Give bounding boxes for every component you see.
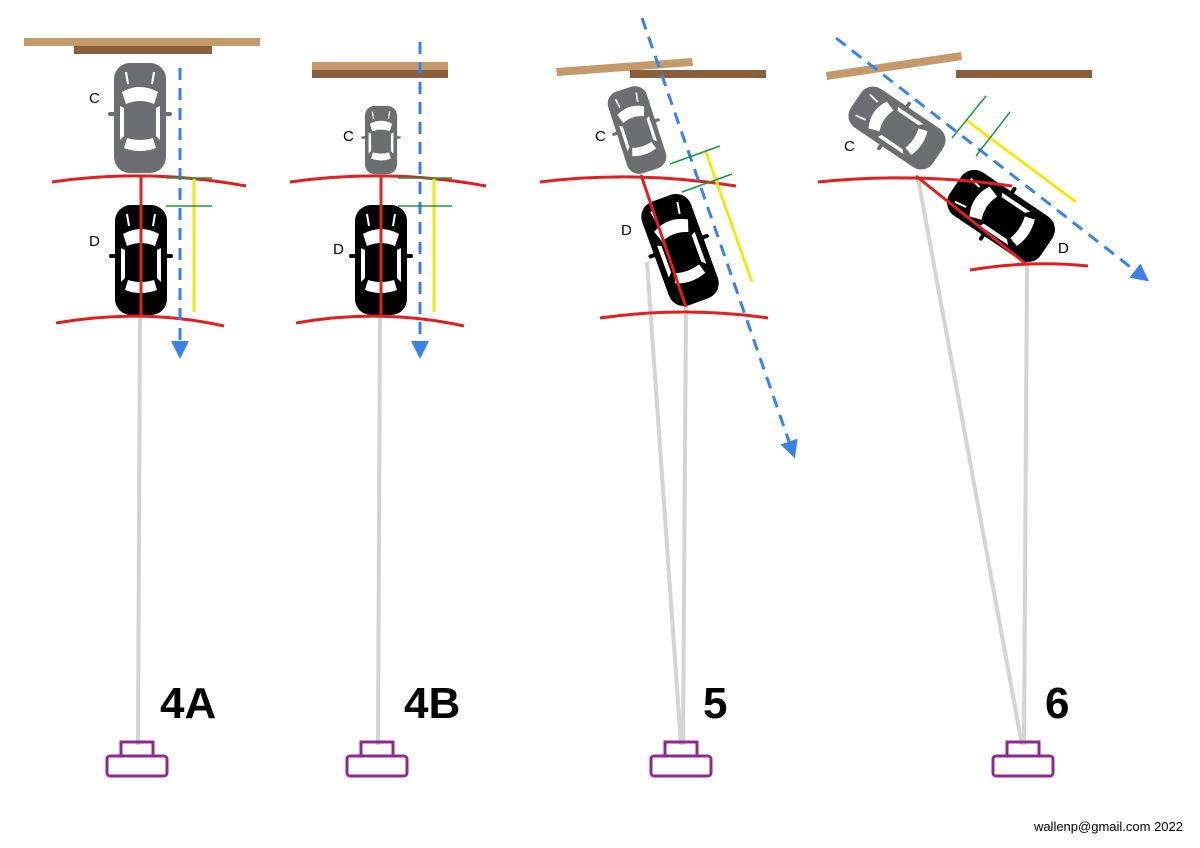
car-c [599, 80, 675, 180]
car-c [107, 62, 173, 174]
panel-label: 4A [160, 679, 216, 728]
arc-lower [295, 314, 465, 328]
far-board [24, 38, 260, 46]
far-board [312, 62, 448, 70]
far-board [826, 52, 962, 80]
car-top-view-icon [838, 75, 956, 181]
tick-green-top [669, 145, 721, 165]
car-d-label: D [333, 241, 344, 258]
camera-icon [991, 740, 1055, 778]
sight-line [136, 314, 142, 746]
camera-icon [345, 740, 409, 778]
panel-4B: C D 4B [289, 42, 487, 778]
car-c [838, 75, 956, 181]
near-board [74, 46, 212, 54]
direction-arrow-icon [835, 36, 1150, 282]
sight-line [376, 314, 382, 746]
panel-4A: C D 4A [24, 38, 260, 778]
credit-text: wallenp@gmail.com 2022 [1033, 819, 1183, 834]
car-d-label: D [1058, 240, 1069, 257]
measure-yellow [704, 151, 754, 283]
arc-upper [51, 174, 247, 188]
tick-green-bottom [681, 173, 733, 193]
panel-5: C D 5 [539, 17, 798, 778]
direction-arrow-icon [640, 17, 798, 459]
camera-icon [649, 740, 713, 778]
arc-lower [969, 262, 1089, 272]
car-d-label: D [621, 222, 632, 239]
car-top-view-icon [107, 62, 173, 174]
measure-yellow [965, 118, 1077, 204]
sight-line [916, 177, 1024, 746]
arc-upper [289, 174, 487, 188]
car-top-view-icon [936, 157, 1066, 275]
car-top-view-icon [360, 105, 402, 175]
near-board [312, 70, 448, 78]
arc-upper [539, 175, 737, 188]
panel-label: 5 [703, 679, 727, 728]
panel-6: C D 6 [817, 36, 1150, 778]
camera-icon [105, 740, 169, 778]
red-connector [915, 174, 1027, 266]
arc-lower [599, 310, 769, 320]
arc-lower [55, 314, 225, 328]
panel-label: 4B [404, 679, 460, 728]
car-c-label: C [595, 128, 606, 145]
arc-upper [817, 176, 1013, 188]
sight-line [645, 261, 683, 746]
car-top-view-icon [599, 80, 675, 180]
red-connector [639, 174, 688, 308]
tick-green-bottom [975, 111, 1011, 157]
car-d-label: D [89, 233, 100, 250]
car-c [360, 105, 402, 175]
tick-green-top [951, 95, 987, 139]
car-c-label: C [89, 90, 100, 107]
sight-line [1022, 264, 1029, 746]
car-c-label: C [343, 128, 354, 145]
car-c-label: C [844, 138, 855, 155]
sight-line [681, 305, 688, 746]
near-board [630, 70, 766, 78]
panel-label: 6 [1045, 679, 1069, 728]
near-board [956, 70, 1092, 78]
car-d [936, 157, 1066, 275]
